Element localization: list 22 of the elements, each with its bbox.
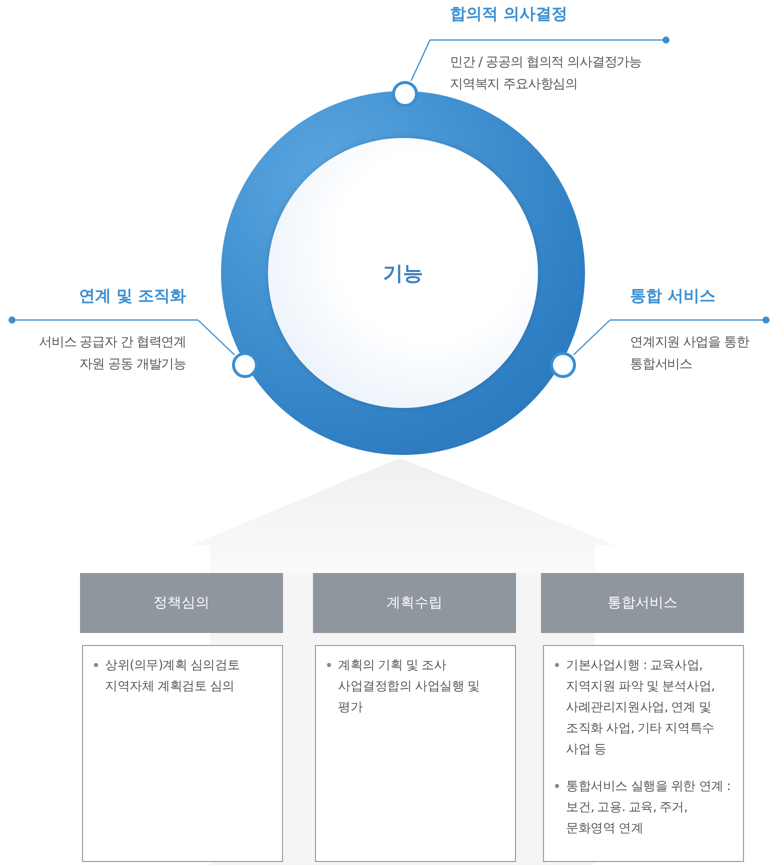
heading: 합의적 의사결정 bbox=[450, 4, 568, 25]
column-header: 계획수립 bbox=[313, 573, 516, 633]
block-arrow bbox=[192, 458, 615, 573]
center-label: 기능 bbox=[383, 260, 423, 286]
description: 연계지원 사업을 통한 통합서비스 bbox=[630, 334, 750, 374]
leader-line bbox=[198, 320, 235, 356]
leader-line bbox=[573, 320, 610, 356]
content-box bbox=[82, 645, 283, 862]
bullet-item: 상위(의무)계획 심의검토 지역자체 계획검토 심의 bbox=[91, 654, 274, 696]
bullet-item: 계획의 기획 및 조사 사업결정합의 사업실행 및 평가 bbox=[324, 654, 507, 717]
marker-circle bbox=[392, 81, 418, 107]
description: 민간 / 공공의 협의적 의사결정가능 지역복지 주요사항심의 bbox=[450, 54, 643, 94]
leader-line bbox=[410, 40, 431, 82]
column-header: 정책심의 bbox=[80, 573, 283, 633]
heading: 연계 및 조직화 bbox=[78, 286, 186, 307]
column-header: 통합서비스 bbox=[541, 573, 744, 633]
content-box bbox=[315, 645, 516, 862]
bullet-item: 통합서비스 실행을 위한 연계 : 보건, 고용. 교육, 주거, 문화영역 연계 bbox=[552, 775, 735, 838]
bullet-item: 기본사업시행 : 교육사업, 지역지원 파악 및 분석사업, 사례관리지원사업, 연계 및 조직화 사업, 기타 지역특수 사업 등 bbox=[552, 654, 735, 759]
heading: 통합 서비스 bbox=[630, 286, 716, 307]
content-box bbox=[543, 645, 744, 862]
description: 서비스 공급자 간 협력연계 자원 공동 개발기능 bbox=[38, 334, 186, 374]
